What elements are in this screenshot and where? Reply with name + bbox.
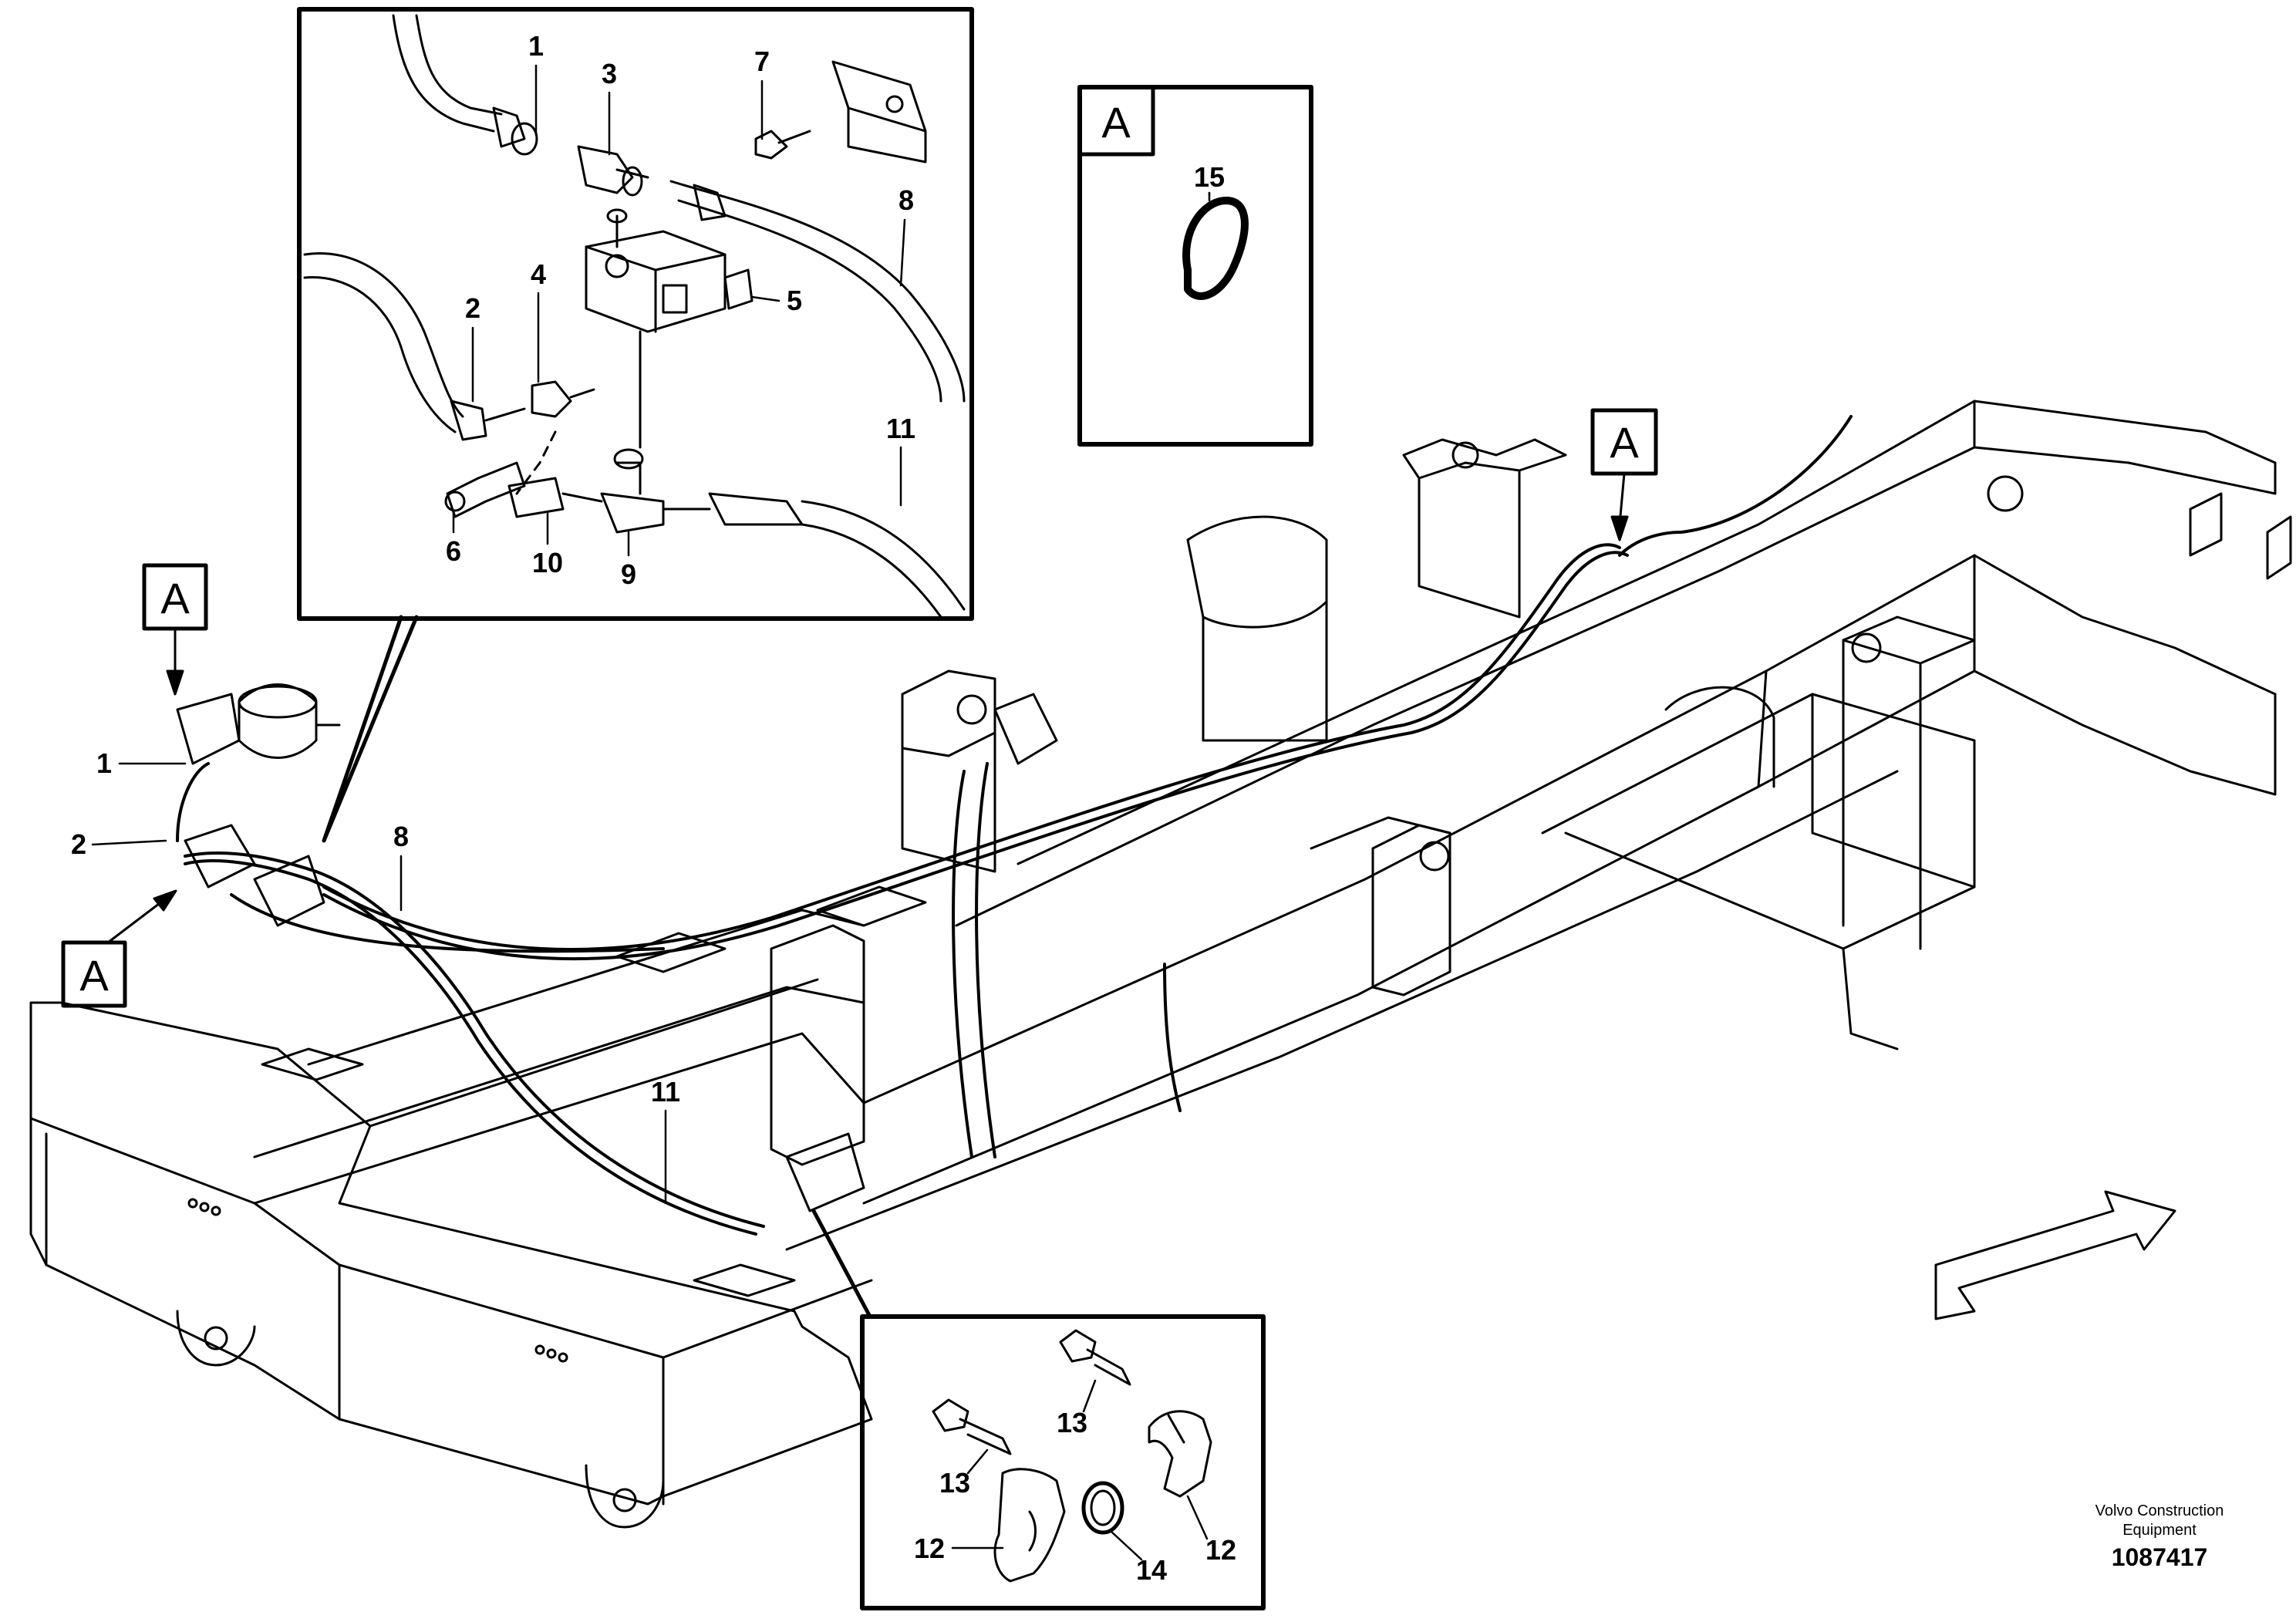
direction-arrow xyxy=(1934,1190,2176,1320)
callout-8-main: 8 xyxy=(393,821,409,852)
detail-bottom-leaders xyxy=(951,1379,1209,1561)
callout-12-bottom-right: 12 xyxy=(1205,1534,1236,1566)
footer: Volvo Construction Equipment 1087417 xyxy=(2095,1502,2224,1571)
callout-1-top: 1 xyxy=(528,30,544,62)
callout-13-bottom-left: 13 xyxy=(939,1467,970,1499)
detail-top-parts xyxy=(303,14,966,619)
section-flag-labels: A A A A xyxy=(79,98,1639,1000)
callout-14-bottom: 14 xyxy=(1136,1554,1167,1586)
brand-line-2: Equipment xyxy=(2122,1522,2197,1539)
callout-9-top: 9 xyxy=(621,558,636,590)
callout-11-top: 11 xyxy=(886,413,915,444)
callout-2-main: 2 xyxy=(71,828,86,860)
detail-box-bottom xyxy=(860,1314,1266,1610)
flag-text-box-a: A xyxy=(1101,98,1131,147)
detail-top-pointer xyxy=(322,615,419,843)
callout-11-main: 11 xyxy=(651,1076,680,1108)
detail-top-leaders xyxy=(452,64,906,557)
callout-7-top: 7 xyxy=(754,46,770,77)
brand-line-1: Volvo Construction xyxy=(2095,1502,2224,1519)
callout-8-top: 8 xyxy=(899,184,914,216)
flag-text-left-top: A xyxy=(160,574,190,622)
detail-bottom-pointer xyxy=(811,1209,905,1319)
detail-bottom-parts xyxy=(932,1329,1212,1583)
section-flag-box-a xyxy=(1077,85,1155,157)
callout-5-top: 5 xyxy=(787,285,802,316)
callout-1-main: 1 xyxy=(96,747,112,779)
accumulator-assembly xyxy=(176,683,1058,1212)
document-number: 1087417 xyxy=(2112,1543,2208,1571)
callout-3-top: 3 xyxy=(602,58,617,89)
flag-text-right: A xyxy=(1610,418,1639,467)
machine-frame xyxy=(29,400,2292,1529)
main-leaders xyxy=(91,762,667,1205)
hydraulic-hoses xyxy=(176,415,1853,1236)
callout-15-a: 15 xyxy=(1194,161,1225,193)
flag-text-left-bottom: A xyxy=(79,951,109,1000)
detail-box-a xyxy=(1077,85,1313,447)
callout-4-top: 4 xyxy=(531,258,546,290)
callout-labels: 1 3 7 8 4 2 5 11 6 10 9 15 1 2 8 11 13 1… xyxy=(71,30,1236,1586)
callout-13-bottom-right: 13 xyxy=(1057,1407,1087,1438)
o-ring-15 xyxy=(1182,197,1249,300)
section-flag-left-bottom xyxy=(61,940,127,1008)
callout-2-top: 2 xyxy=(465,292,480,324)
callout-10-top: 10 xyxy=(532,547,563,578)
callout-6-top: 6 xyxy=(446,535,461,567)
callout-12-bottom-left: 12 xyxy=(914,1533,945,1564)
detail-box-top xyxy=(297,7,974,621)
